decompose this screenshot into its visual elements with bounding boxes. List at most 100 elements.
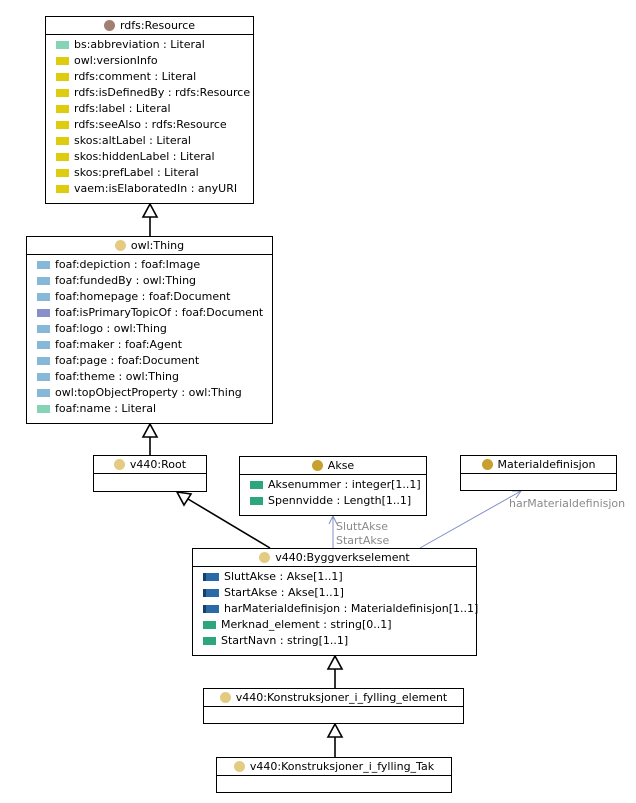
- attribute-row[interactable]: bs:abbreviation : Literal: [56, 37, 243, 53]
- generalization-root-to-thing: [141, 422, 159, 455]
- attribute-row[interactable]: foaf:depiction : foaf:Image: [37, 257, 262, 273]
- attribute-row[interactable]: StartNavn : string[1..1]: [203, 633, 466, 649]
- attribute-label: bs:abbreviation : Literal: [74, 38, 205, 51]
- attribute-label: Aksenummer : integer[1..1]: [268, 478, 421, 491]
- attribute-row[interactable]: Aksenummer : integer[1..1]: [250, 477, 421, 493]
- attribute-row[interactable]: owl:versionInfo: [56, 53, 243, 69]
- class-circle-icon: [103, 20, 115, 31]
- attribute-label: foaf:name : Literal: [55, 402, 157, 415]
- attribute-row[interactable]: foaf:theme : owl:Thing: [37, 369, 262, 385]
- attribute-label: harMaterialdefinisjon : Materialdefinisj…: [224, 602, 479, 615]
- attribute-label: foaf:depiction : foaf:Image: [55, 258, 201, 271]
- attribute-row[interactable]: rdfs:isDefinedBy : rdfs:Resource: [56, 85, 250, 101]
- class-title: owl:Thing: [130, 239, 185, 252]
- class-attributes: [461, 474, 616, 476]
- class-v440-root[interactable]: v440:Root: [93, 455, 207, 492]
- attribute-type-icon: [203, 621, 216, 629]
- attribute-type-icon: [203, 589, 219, 597]
- attribute-type-icon: [56, 105, 69, 113]
- attribute-type-icon: [56, 89, 69, 97]
- class-header: v440:Root: [94, 456, 206, 474]
- attribute-row[interactable]: rdfs:label : Literal: [56, 101, 243, 117]
- attribute-row[interactable]: rdfs:seeAlso : rdfs:Resource: [56, 117, 243, 133]
- attribute-row[interactable]: SluttAkse : Akse[1..1]: [203, 569, 466, 585]
- attribute-row[interactable]: harMaterialdefinisjon : Materialdefinisj…: [203, 601, 478, 617]
- attribute-row[interactable]: foaf:page : foaf:Document: [37, 353, 262, 369]
- class-materialdefinisjon[interactable]: Materialdefinisjon: [460, 455, 617, 491]
- attribute-label: Merknad_element : string[0..1]: [221, 618, 392, 631]
- attribute-type-icon: [203, 573, 219, 581]
- class-rdfs-resource[interactable]: rdfs:Resource bs:abbreviation : Literal ow…: [45, 16, 254, 204]
- class-attributes: bs:abbreviation : Literal owl:versionInfo…: [46, 35, 253, 197]
- attribute-label: rdfs:seeAlso : rdfs:Resource: [74, 118, 227, 131]
- attribute-row[interactable]: vaem:isElaboratedIn : anyURI: [56, 181, 243, 197]
- attribute-type-icon: [37, 357, 50, 365]
- class-title: v440:Konstruksjoner_i_fylling_Tak: [249, 760, 435, 773]
- attribute-label: rdfs:label : Literal: [74, 102, 171, 115]
- class-header: owl:Thing: [27, 237, 272, 255]
- attribute-row[interactable]: skos:hiddenLabel : Literal: [56, 149, 243, 165]
- attribute-row[interactable]: Merknad_element : string[0..1]: [203, 617, 466, 633]
- class-v440-konstruksjoner-i-fylling-tak[interactable]: v440:Konstruksjoner_i_fylling_Tak: [216, 757, 452, 793]
- class-circle-icon: [481, 459, 493, 470]
- attribute-type-icon: [37, 341, 50, 349]
- attribute-row[interactable]: foaf:logo : owl:Thing: [37, 321, 262, 337]
- attribute-type-icon: [37, 389, 50, 397]
- attribute-type-icon: [37, 405, 50, 413]
- attribute-label: Spennvidde : Length[1..1]: [268, 494, 412, 507]
- attribute-label: foaf:fundedBy : owl:Thing: [55, 274, 197, 287]
- class-attributes: Aksenummer : integer[1..1] Spennvidde : L…: [240, 475, 426, 509]
- class-circle-icon: [311, 460, 323, 471]
- attribute-row[interactable]: skos:prefLabel : Literal: [56, 165, 243, 181]
- attribute-type-icon: [203, 605, 219, 613]
- attribute-type-icon: [203, 637, 216, 645]
- attribute-type-icon: [56, 73, 69, 81]
- attribute-row[interactable]: owl:topObjectProperty : owl:Thing: [37, 385, 262, 401]
- attribute-label: foaf:theme : owl:Thing: [55, 370, 179, 383]
- attribute-row[interactable]: foaf:homepage : foaf:Document: [37, 289, 262, 305]
- attribute-row[interactable]: foaf:fundedBy : owl:Thing: [37, 273, 262, 289]
- association-label-start-akse: StartAkse: [336, 534, 390, 547]
- attribute-type-icon: [56, 41, 69, 49]
- attribute-row[interactable]: foaf:maker : foaf:Agent: [37, 337, 262, 353]
- attribute-label: foaf:maker : foaf:Agent: [55, 338, 183, 351]
- attribute-type-icon: [250, 497, 263, 505]
- class-attributes: [204, 707, 463, 709]
- attribute-row[interactable]: rdfs:comment : Literal: [56, 69, 243, 85]
- attribute-type-icon: [37, 373, 50, 381]
- attribute-row[interactable]: Spennvidde : Length[1..1]: [250, 493, 416, 509]
- attribute-label: foaf:isPrimaryTopicOf : foaf:Document: [55, 306, 264, 319]
- attribute-row[interactable]: foaf:isPrimaryTopicOf : foaf:Document: [37, 305, 264, 321]
- attribute-type-icon: [56, 153, 69, 161]
- class-title: Akse: [327, 459, 355, 472]
- class-attributes: [94, 474, 206, 476]
- generalization-fylling-element-to-byggverkselement: [326, 654, 344, 688]
- association-akse: [328, 514, 338, 548]
- class-v440-konstruksjoner-i-fylling-element[interactable]: v440:Konstruksjoner_i_fylling_element: [203, 688, 464, 724]
- generalization-byggverkselement-to-root: [175, 490, 271, 549]
- generalization-thing-to-resource: [141, 202, 159, 236]
- class-title: v440:Konstruksjoner_i_fylling_element: [235, 691, 448, 704]
- attribute-label: skos:hiddenLabel : Literal: [74, 150, 215, 163]
- attribute-type-icon: [56, 57, 69, 65]
- class-header: v440:Byggverkselement: [193, 549, 476, 567]
- attribute-row[interactable]: foaf:name : Literal: [37, 401, 262, 417]
- class-circle-icon: [233, 761, 245, 772]
- attribute-row[interactable]: StartAkse : Akse[1..1]: [203, 585, 466, 601]
- class-attributes: foaf:depiction : foaf:Image foaf:fundedBy…: [27, 255, 272, 417]
- attribute-row[interactable]: skos:altLabel : Literal: [56, 133, 243, 149]
- attribute-type-icon: [56, 185, 69, 193]
- class-circle-icon: [114, 240, 126, 251]
- attribute-label: rdfs:comment : Literal: [74, 70, 197, 83]
- attribute-label: StartNavn : string[1..1]: [221, 634, 349, 647]
- attribute-label: vaem:isElaboratedIn : anyURI: [74, 182, 238, 195]
- attribute-type-icon: [250, 481, 263, 489]
- attribute-label: owl:topObjectProperty : owl:Thing: [55, 386, 242, 399]
- attribute-label: foaf:homepage : foaf:Document: [55, 290, 231, 303]
- attribute-label: skos:prefLabel : Literal: [74, 166, 199, 179]
- class-title: rdfs:Resource: [119, 19, 196, 32]
